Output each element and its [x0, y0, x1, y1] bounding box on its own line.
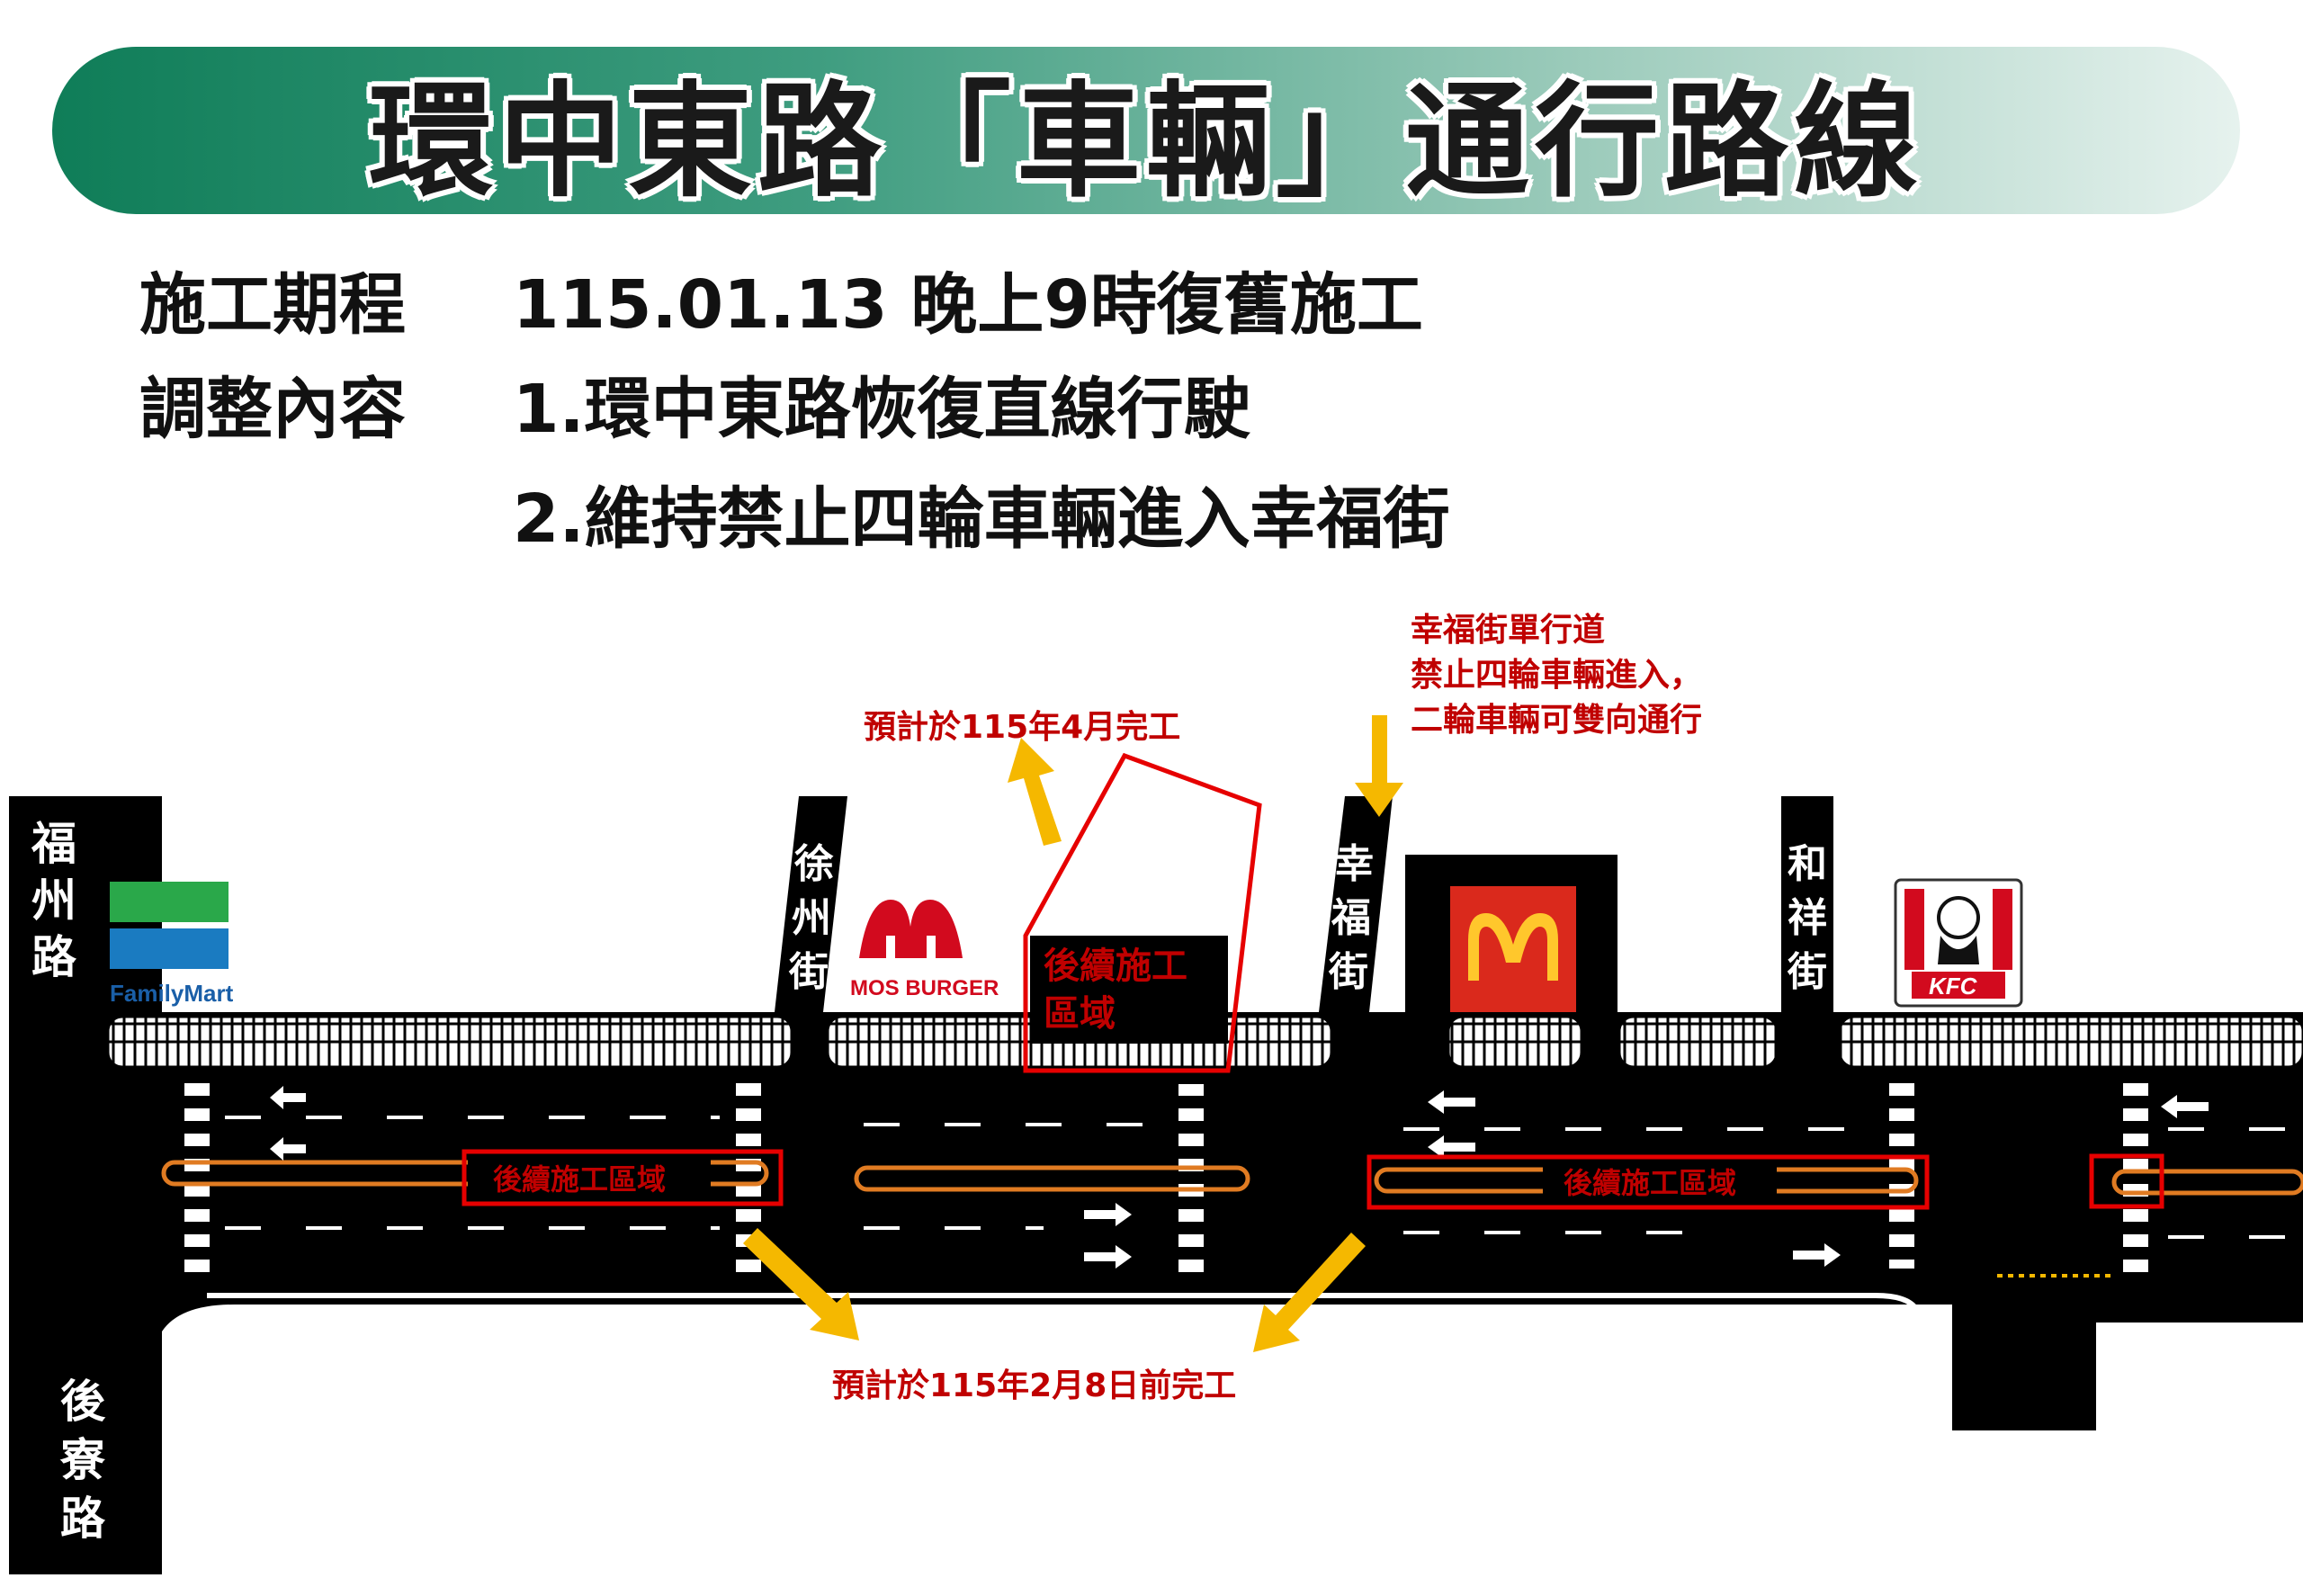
svg-text:KFC: KFC: [1929, 973, 1978, 1000]
street-xuzhou-2: 州: [792, 895, 831, 941]
street-fuzhou-1: 福: [31, 818, 76, 870]
mcdonalds-logo: [1450, 886, 1576, 1012]
construction-zone-median: [1367, 1154, 1930, 1210]
construction-zone-building-label-2: 區域: [1044, 993, 1116, 1035]
note-xingfu-3: 二輪車輛可雙向通行: [1411, 701, 1702, 739]
construction-zone-median-label: 後續施工區域: [1564, 1166, 1736, 1200]
street-xuzhou-3: 街: [788, 949, 829, 995]
street-houliao-2: 寮: [59, 1434, 105, 1486]
adjustment-item-2: 2.維持禁止四輪車輛進入幸福街: [513, 480, 1450, 558]
sidewalk: [1447, 1015, 1583, 1069]
street-xingfu-3: 街: [1328, 949, 1368, 995]
title-banner: 環中東路「車輛」通行路線: [52, 47, 2240, 214]
kfc-logo: KFC: [1894, 878, 2023, 1008]
construction-zone-building-label-1: 後續施工: [1044, 946, 1187, 987]
sidewalk: [1617, 1015, 1779, 1069]
mosburger-logo: MOS BURGER: [850, 900, 999, 1000]
xuzhou-street: [775, 796, 847, 1012]
note-xingfu-2: 禁止四輪車輛進入，: [1411, 656, 1702, 694]
familymart-logo: FamilyMart: [110, 882, 234, 1007]
adjustment-item-1: 1.環中東路恢復直線行駛: [513, 371, 1250, 448]
street-hexiang-3: 街: [1787, 949, 1827, 995]
street-xingfu-2: 福: [1331, 895, 1371, 941]
schedule-label: 施工期程: [139, 266, 406, 344]
construction-zone-building: [1023, 752, 1262, 1073]
street-houliao-1: 後: [60, 1376, 106, 1428]
arrow-xingfu: [1355, 715, 1403, 817]
street-fuzhou-3: 路: [31, 931, 77, 983]
arrow-feb-left: [743, 1228, 859, 1340]
note-xingfu-1: 幸福街單行道: [1411, 612, 1605, 649]
schedule-value: 115.01.13 晚上9時復舊施工: [513, 266, 1423, 344]
arrow-feb-right: [1253, 1233, 1366, 1352]
street-xuzhou-1: 徐: [793, 841, 834, 887]
xingfu-street: [1319, 796, 1393, 1012]
hexiang-street: [1781, 796, 1833, 1012]
page-title: 環中東路「車輛」通行路線: [368, 69, 1923, 214]
note-feb: 預計於115年2月8日前完工: [832, 1367, 1236, 1404]
street-fuzhou-2: 州: [31, 874, 76, 927]
arrow-april: [1008, 738, 1062, 846]
street-houliao-3: 路: [60, 1493, 106, 1545]
street-hexiang-1: 和: [1788, 841, 1827, 887]
street-hexiang-2: 祥: [1788, 895, 1827, 941]
note-april: 預計於115年4月完工: [864, 709, 1180, 746]
construction-zone-median: [461, 1149, 784, 1206]
sidewalk: [1838, 1015, 2303, 1069]
construction-zone-median: [2089, 1153, 2164, 1209]
svg-text:FamilyMart: FamilyMart: [110, 980, 234, 1007]
construction-zone-median-label: 後續施工區域: [493, 1162, 666, 1197]
sidewalk: [106, 1015, 793, 1069]
svg-text:MOS BURGER: MOS BURGER: [850, 976, 999, 1000]
adjustment-label: 調整內容: [139, 371, 406, 448]
fuzhou-road: [9, 796, 162, 1574]
street-xingfu-1: 幸: [1334, 841, 1374, 887]
